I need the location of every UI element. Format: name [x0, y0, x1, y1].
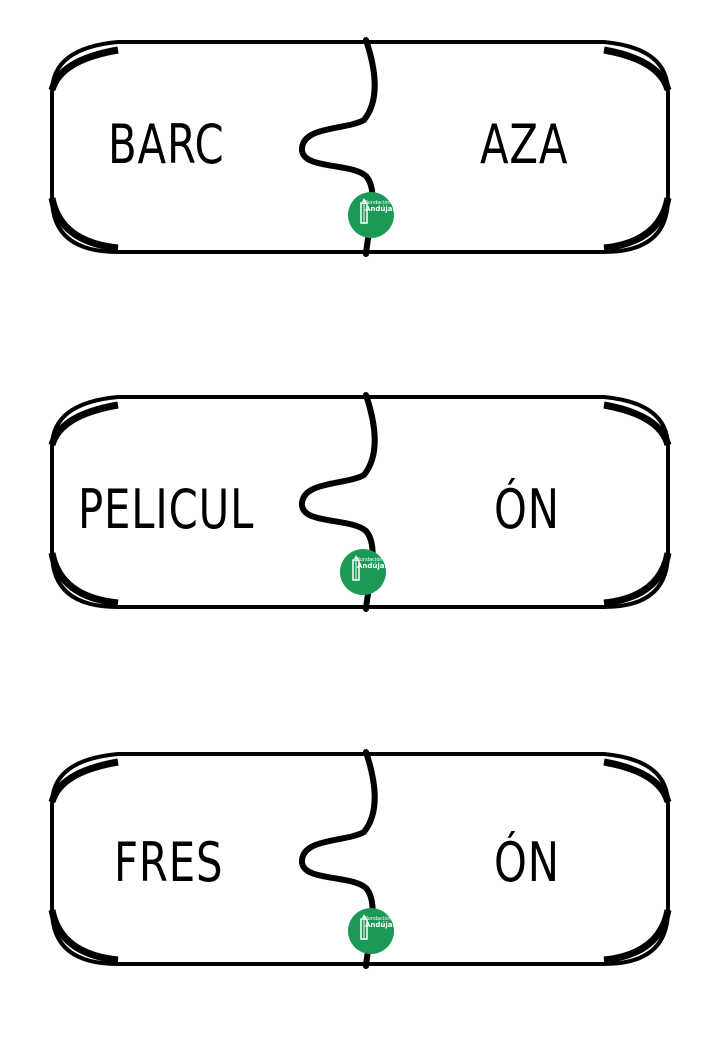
- logo-text-line2: Andújar: [365, 921, 396, 929]
- pencil-icon: [360, 914, 368, 940]
- fundacion-andujar-logo: Fundación Andújar: [348, 192, 396, 238]
- puzzle-outline: [48, 37, 672, 257]
- pencil-icon: [352, 555, 360, 581]
- syllable-right: ÓN: [494, 831, 560, 894]
- puzzle-outline: [48, 749, 672, 969]
- puzzle-outline: [48, 392, 672, 612]
- logo-text-line1: Fundación: [357, 557, 383, 563]
- logo-text-line1: Fundación: [365, 200, 391, 206]
- syllable-left: FRES: [114, 831, 224, 894]
- logo-text-line2: Andújar: [357, 562, 388, 570]
- puzzle-card-2: PELICUL ÓN Fundación Andújar: [0, 385, 720, 625]
- pencil-icon: [360, 198, 368, 224]
- fundacion-andujar-logo: Fundación Andújar: [348, 908, 396, 954]
- syllable-left: BARC: [108, 113, 225, 176]
- syllable-right: AZA: [480, 113, 569, 176]
- logo-text-line1: Fundación: [365, 916, 391, 922]
- puzzle-card-1: BARC AZA Fundación Andújar: [0, 30, 720, 270]
- logo-text-line2: Andújar: [365, 205, 396, 213]
- syllable-left: PELICUL: [78, 478, 255, 541]
- fundacion-andujar-logo: Fundación Andújar: [340, 549, 388, 595]
- syllable-right: ÓN: [494, 478, 560, 541]
- puzzle-card-3: FRES ÓN Fundación Andújar: [0, 742, 720, 982]
